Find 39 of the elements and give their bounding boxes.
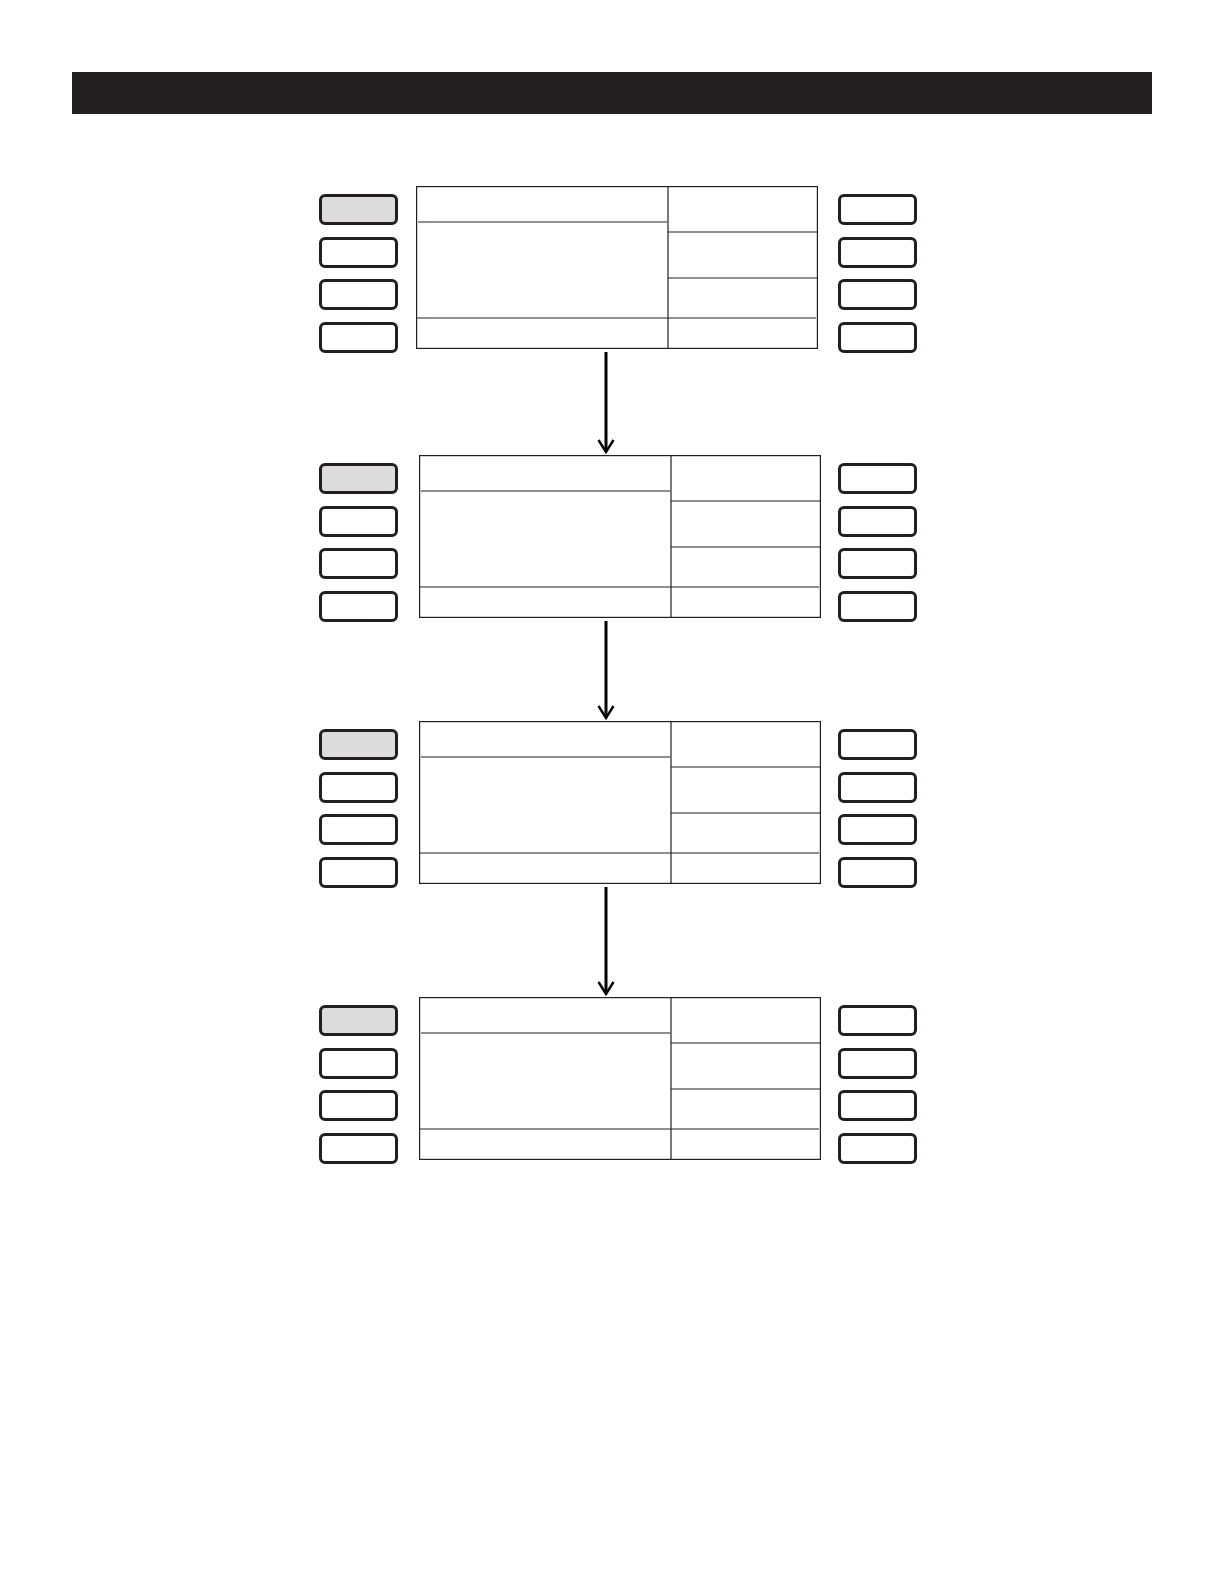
display-screen	[419, 997, 821, 1160]
soft-key	[838, 506, 917, 537]
soft-key	[838, 772, 917, 803]
selected-soft-key	[319, 729, 398, 760]
soft-key	[319, 591, 398, 622]
soft-key	[319, 548, 398, 579]
soft-key	[838, 1133, 917, 1164]
arrow	[597, 621, 615, 720]
soft-key	[838, 322, 917, 353]
display-screen	[416, 186, 818, 349]
display-screen	[419, 455, 821, 618]
soft-key	[838, 814, 917, 845]
soft-key	[838, 1048, 917, 1079]
soft-key	[838, 1005, 917, 1036]
display-screen	[419, 721, 821, 884]
soft-key	[319, 1090, 398, 1121]
soft-key	[319, 506, 398, 537]
selected-soft-key	[319, 463, 398, 494]
soft-key	[838, 1090, 917, 1121]
soft-key	[838, 857, 917, 888]
soft-key	[319, 1048, 398, 1079]
soft-key	[319, 237, 398, 268]
soft-key	[838, 194, 917, 225]
soft-key	[319, 857, 398, 888]
soft-key	[319, 1133, 398, 1164]
arrow	[597, 887, 615, 996]
soft-key	[838, 279, 917, 310]
selected-soft-key	[319, 1005, 398, 1036]
soft-key	[838, 463, 917, 494]
soft-key	[319, 322, 398, 353]
soft-key	[838, 591, 917, 622]
soft-key	[838, 548, 917, 579]
arrow	[597, 352, 615, 454]
soft-key	[838, 237, 917, 268]
soft-key	[319, 279, 398, 310]
soft-key	[319, 814, 398, 845]
soft-key	[838, 729, 917, 760]
soft-key	[319, 772, 398, 803]
selected-soft-key	[319, 194, 398, 225]
